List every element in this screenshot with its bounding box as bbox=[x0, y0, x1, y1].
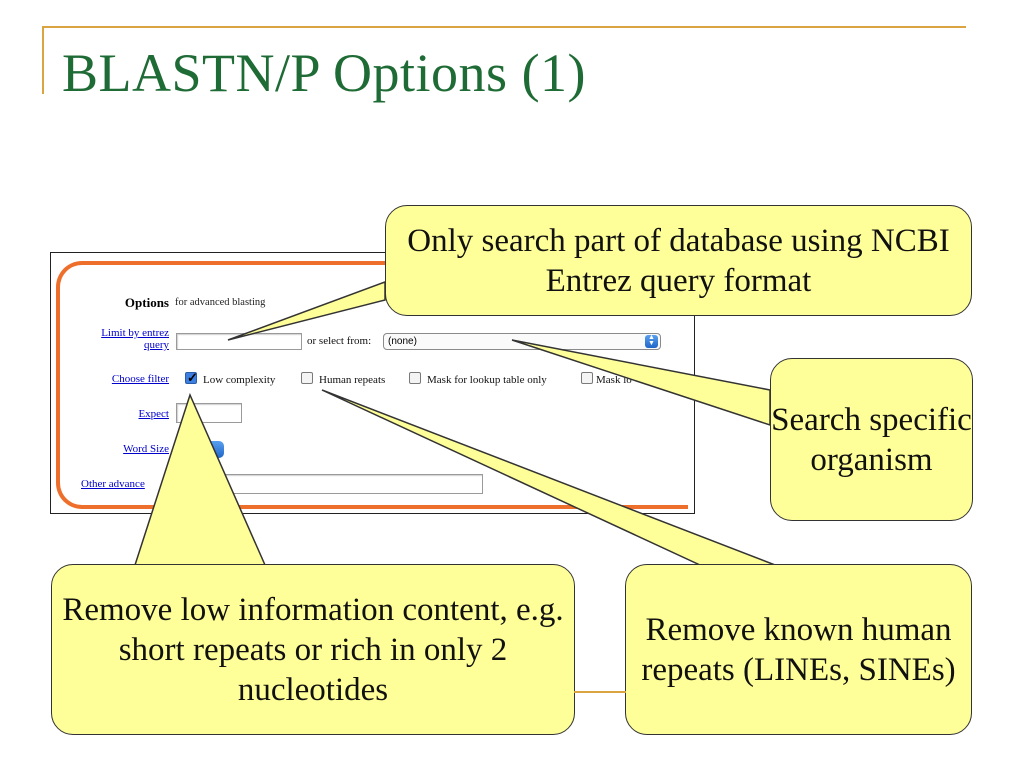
low-info-callout-text: Remove low information content, e.g. sho… bbox=[62, 591, 564, 708]
word-size-select[interactable] bbox=[211, 441, 224, 458]
entrez-callout-text: Only search part of database using NCBI … bbox=[407, 222, 950, 299]
mask-lowercase-label: Mask lo bbox=[596, 374, 632, 386]
or-select-label: or select from: bbox=[307, 335, 372, 347]
expect-link[interactable]: Expect bbox=[138, 408, 169, 420]
entrez-query-input[interactable] bbox=[176, 333, 302, 350]
organism-callout: Search specific organism bbox=[770, 358, 973, 521]
options-heading: Options bbox=[124, 295, 169, 310]
mask-lookup-checkbox[interactable] bbox=[409, 372, 421, 384]
callout-connector bbox=[574, 691, 626, 693]
mask-lookup-label: Mask for lookup table only bbox=[427, 374, 547, 386]
human-repeats-checkbox[interactable] bbox=[301, 372, 313, 384]
human-repeats-callout: Remove known human repeats (LINEs, SINEs… bbox=[625, 564, 972, 735]
top-rule bbox=[42, 26, 966, 28]
other-advanced-link[interactable]: Other advance bbox=[81, 478, 145, 490]
word-size-link[interactable]: Word Size bbox=[123, 443, 169, 455]
checkmark-icon: ✓ bbox=[187, 370, 198, 385]
organism-select[interactable]: (none) ▲▼ bbox=[383, 333, 661, 350]
human-repeats-label: Human repeats bbox=[319, 374, 386, 386]
select-arrows-icon: ▲▼ bbox=[645, 334, 658, 348]
entrez-query-link[interactable]: Limit by entrez query bbox=[101, 327, 169, 351]
left-rule bbox=[42, 26, 44, 94]
low-info-callout: Remove low information content, e.g. sho… bbox=[51, 564, 575, 735]
options-subheading: for advanced blasting bbox=[175, 297, 266, 308]
choose-filter-link[interactable]: Choose filter bbox=[111, 373, 169, 385]
expect-input[interactable] bbox=[176, 403, 242, 423]
mask-lowercase-checkbox[interactable] bbox=[581, 372, 593, 384]
low-complexity-label: Low complexity bbox=[203, 374, 276, 386]
organism-select-value: (none) bbox=[388, 336, 417, 347]
entrez-callout: Only search part of database using NCBI … bbox=[385, 205, 972, 316]
slide-title: BLASTN/P Options (1) bbox=[62, 43, 587, 103]
organism-callout-text: Search specific organism bbox=[771, 401, 972, 478]
human-repeats-callout-text: Remove known human repeats (LINEs, SINEs… bbox=[641, 611, 956, 688]
other-advanced-input[interactable] bbox=[221, 474, 483, 494]
low-complexity-checkbox[interactable]: ✓ bbox=[185, 370, 198, 385]
